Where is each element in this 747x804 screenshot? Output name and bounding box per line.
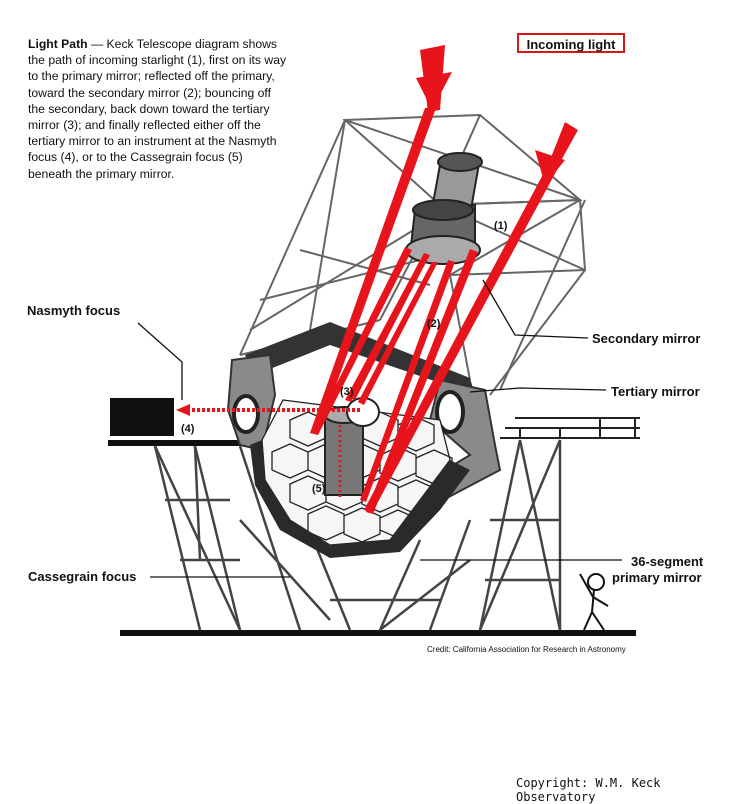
left-bearing (232, 394, 260, 434)
light-path (310, 45, 578, 514)
credit-line: Credit: California Association for Resea… (427, 645, 626, 654)
caption-title: Light Path (28, 37, 88, 51)
leader-lines (137, 279, 622, 578)
path-number-1: (1) (494, 220, 508, 232)
incoming-beam-left (310, 108, 436, 435)
down-beam-2 (350, 260, 426, 400)
copyright-line: Copyright: W.M. Keck Observatory (516, 776, 661, 804)
primary-mirror-label-line2: primary mirror (612, 570, 702, 585)
caption-text: — Keck Telescope diagram shows the path … (28, 37, 287, 181)
primary-mirror-label-line1: 36-segment (631, 554, 704, 569)
reflected-beam-2 (366, 249, 478, 514)
base-truss (153, 439, 562, 631)
incoming-light-label: Incoming light (517, 33, 625, 53)
right-platform (500, 417, 640, 439)
path-number-4: (4) (181, 423, 195, 435)
ground-line (120, 630, 636, 636)
path-number-2: (2) (427, 318, 441, 330)
path-number-5: (5) (312, 483, 326, 495)
arrow-left-head (416, 72, 452, 110)
incoming-beam-right (364, 165, 558, 513)
path-number-3: (3) (340, 386, 354, 398)
cassegrain-focus-label: Cassegrain focus (28, 569, 137, 584)
tertiary-tower (324, 397, 380, 496)
right-bearing (435, 390, 465, 434)
secondary-assembly (405, 152, 483, 265)
human-scale-figure (579, 573, 609, 631)
reflected-beam-1 (312, 247, 412, 435)
mirror-cell (250, 440, 470, 558)
arrow-right-head (535, 150, 565, 185)
nasmyth-focus-label: Nasmyth focus (27, 303, 121, 318)
caption: Light Path — Keck Telescope diagram show… (28, 36, 290, 182)
left-platform (108, 440, 268, 446)
nasmyth-instrument (110, 398, 174, 436)
down-beam-1 (358, 262, 438, 405)
yoke-top (245, 322, 475, 395)
reflected-beam-4 (360, 260, 455, 502)
tertiary-mirror-label: Tertiary mirror (611, 384, 700, 399)
secondary-mirror-label: Secondary mirror (592, 331, 701, 346)
nasmyth-arrowhead (176, 404, 190, 416)
